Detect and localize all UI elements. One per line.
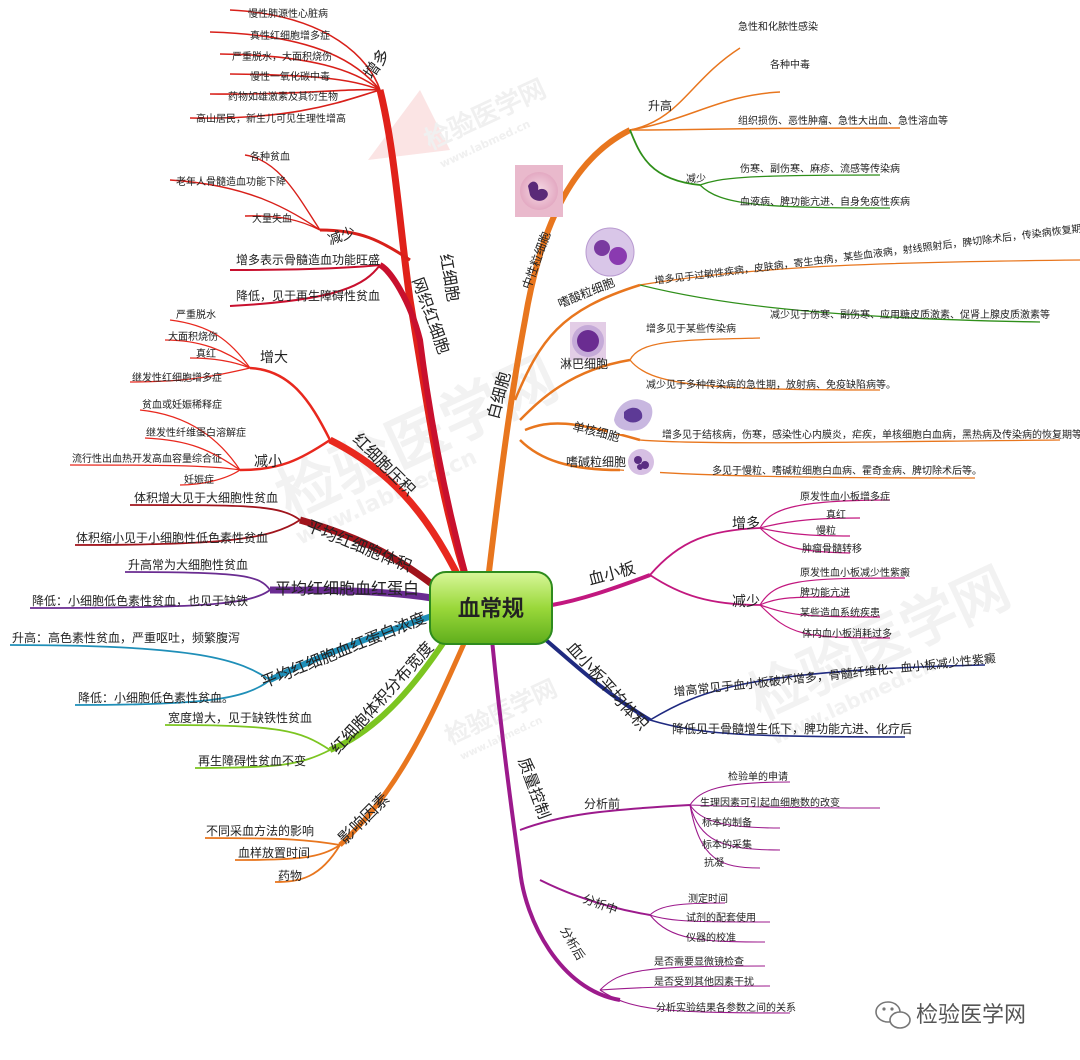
- eosinophil-item: 减少见于伤寒、副伤寒、应用糖皮质激素、促肾上腺皮质激素等: [770, 308, 1050, 321]
- qc-pre-item: 检验单的申请: [728, 770, 788, 783]
- lymphocyte-label: 淋巴细胞: [560, 357, 608, 371]
- qc-label: 质量控制: [514, 755, 554, 822]
- qc-post-label: 分析后: [557, 925, 587, 963]
- qc-post-item: 是否受到其他因素干扰: [654, 975, 754, 988]
- plt-up-item: 真红: [826, 508, 846, 521]
- eosinophil-item: 增多见于过敏性疾病，皮肤病，寄生虫病，某些血液病，射线照射后，脾切除术后，传染病…: [654, 219, 1080, 287]
- hct-up-item: 真红: [196, 347, 216, 360]
- hct-up-item: 继发性红细胞增多症: [132, 371, 222, 384]
- lymphocyte-item: 增多见于某些传染病: [646, 322, 736, 335]
- basophil-cell-icon: [624, 446, 660, 478]
- hct-up-item: 大面积烧伤: [168, 330, 218, 343]
- qc-mid-label: 分析中: [581, 891, 620, 917]
- factors-label: 影响因素: [334, 789, 393, 848]
- rbc-up-item: 高山居民，新生儿可见生理性增高: [196, 112, 346, 125]
- hct-down-label: 减小: [254, 454, 282, 470]
- mch-label: 平均红细胞血红蛋白: [275, 579, 419, 598]
- rbc-down-item: 各种贫血: [250, 150, 290, 163]
- qc-pre-item: 生理因素可引起血细胞数的改变: [700, 796, 840, 809]
- rbc-down-item: 大量失血: [252, 212, 292, 225]
- neutrophil-down-item: 伤寒、副伤寒、麻疹、流感等传染病: [740, 162, 900, 175]
- qc-mid-item: 仪器的校准: [686, 931, 736, 944]
- footer-brand: 检验医学网: [876, 1002, 1026, 1028]
- retic-item: 增多表示骨髓造血功能旺盛: [236, 252, 380, 267]
- watermark-text: 检验医学网: [738, 555, 1019, 732]
- plt-down-item: 体内血小板消耗过多: [802, 627, 892, 640]
- mpv-label: 血小板平均体积: [563, 638, 652, 734]
- factors-item: 血样放置时间: [238, 845, 310, 860]
- footer-brand-text: 检验医学网: [916, 1003, 1026, 1028]
- mch-item: 升高常为大细胞性贫血: [128, 557, 248, 572]
- retic-item: 降低，见于再生障碍性贫血: [236, 288, 380, 303]
- rbc-down-item: 老年人骨髓造血功能下降: [176, 175, 286, 188]
- factors-item: 不同采血方法的影响: [206, 823, 314, 838]
- neutrophil-down-label: 减少: [686, 173, 706, 185]
- hct-down-item: 流行性出血热开发高血容量综合征: [72, 452, 222, 465]
- lymphocyte-cell-icon: [570, 322, 606, 360]
- qc-post-item: 分析实验结果各参数之间的关系: [656, 1001, 796, 1014]
- center-label: 血常规: [458, 596, 524, 622]
- mcv-item: 体积缩小见于小细胞性低色素性贫血: [76, 530, 268, 545]
- factors-item: 药物: [278, 869, 302, 883]
- basophil-item: 多见于慢粒、嗜碱粒细胞白血病、霍奇金病、脾切除术后等。: [712, 464, 982, 477]
- qc-pre-item: 抗凝: [704, 856, 724, 869]
- mchc-item: 升高：高色素性贫血，严重呕吐，频繁腹泻: [12, 630, 240, 645]
- neutrophil-down-item: 血液病、脾功能亢进、自身免疫性疾病: [740, 195, 910, 208]
- qc-pre-item: 标本的制备: [702, 816, 752, 829]
- rbc-label: 红细胞: [436, 252, 463, 303]
- rbc-up-item: 严重脱水，大面积烧伤: [232, 50, 332, 63]
- qc-pre-item: 标本的采集: [702, 838, 752, 851]
- hct-down-item: 妊娠症: [184, 473, 214, 486]
- neutrophil-up-item: 组织损伤、恶性肿瘤、急性大出血、急性溶血等: [738, 114, 948, 127]
- plt-down-item: 脾功能亢进: [800, 586, 850, 599]
- neutrophil-cell-icon: [515, 165, 563, 217]
- plt-down-label: 减少: [732, 594, 760, 610]
- qc-post-item: 是否需要显微镜检查: [654, 955, 744, 968]
- monocyte-cell-icon: [608, 390, 658, 434]
- hct-down-item: 贫血或妊娠稀释症: [142, 398, 222, 411]
- mchc-item: 降低：小细胞低色素性贫血。: [78, 690, 234, 705]
- rdw-item: 宽度增大，见于缺铁性贫血: [168, 710, 312, 725]
- plt-up-item: 原发性血小板增多症: [800, 490, 890, 503]
- mcv-label: 平均红细胞体积: [304, 516, 415, 576]
- rbc-up-item: 药物如雄激素及其衍生物: [228, 90, 338, 103]
- center-node[interactable]: 血常规: [430, 572, 552, 644]
- rbc-up-item: 真性红细胞增多症: [250, 29, 330, 42]
- wechat-icon: [876, 1002, 910, 1028]
- hct-down-item: 继发性纤维蛋白溶解症: [146, 426, 246, 439]
- plt-down-item: 某些造血系统疾患: [800, 606, 880, 619]
- hct-up-label: 增大: [260, 350, 288, 366]
- neutrophil-up-item: 各种中毒: [770, 58, 810, 71]
- plt-up-item: 肿瘤骨髓转移: [802, 542, 862, 555]
- rbc-down-label: 减少: [326, 224, 358, 249]
- neutrophil-up-item: 急性和化脓性感染: [738, 20, 818, 33]
- eosinophil-cell-icon: [580, 222, 642, 280]
- rbc-up-item: 慢性一氧化碳中毒: [250, 70, 330, 83]
- rbc-up-label: 增多: [360, 45, 394, 82]
- rdw-item: 再生障碍性贫血不变: [198, 753, 306, 768]
- mch-item: 降低：小细胞低色素性贫血，也见于缺铁: [32, 593, 248, 608]
- neutrophil-label: 中性粒细胞: [519, 229, 554, 291]
- plt-up-item: 慢粒: [816, 524, 836, 537]
- hct-up-item: 严重脱水: [176, 308, 216, 321]
- basophil-label: 嗜碱粒细胞: [566, 454, 626, 469]
- mcv-item: 体积增大见于大细胞性贫血: [134, 490, 278, 505]
- rbc-up-item: 慢性肺源性心脏病: [248, 7, 328, 20]
- neutrophil-up-label: 升高: [648, 98, 672, 113]
- monocyte-item: 增多见于结核病，伤寒，感染性心内膜炎，疟疾，单核细胞白血病，黑热病及传染病的恢复…: [662, 428, 1080, 441]
- plt-up-label: 增多: [732, 515, 760, 532]
- lymphocyte-item: 减少见于多种传染病的急性期，放射病、免疫缺陷病等。: [646, 378, 896, 391]
- plt-down-item: 原发性血小板减少性紫癜: [800, 566, 910, 579]
- qc-mid-item: 试剂的配套使用: [686, 911, 756, 924]
- qc-pre-label: 分析前: [584, 796, 620, 811]
- qc-mid-item: 测定时间: [688, 892, 728, 905]
- mpv-item: 降低见于骨髓增生低下，脾功能亢进、化疗后: [672, 721, 912, 736]
